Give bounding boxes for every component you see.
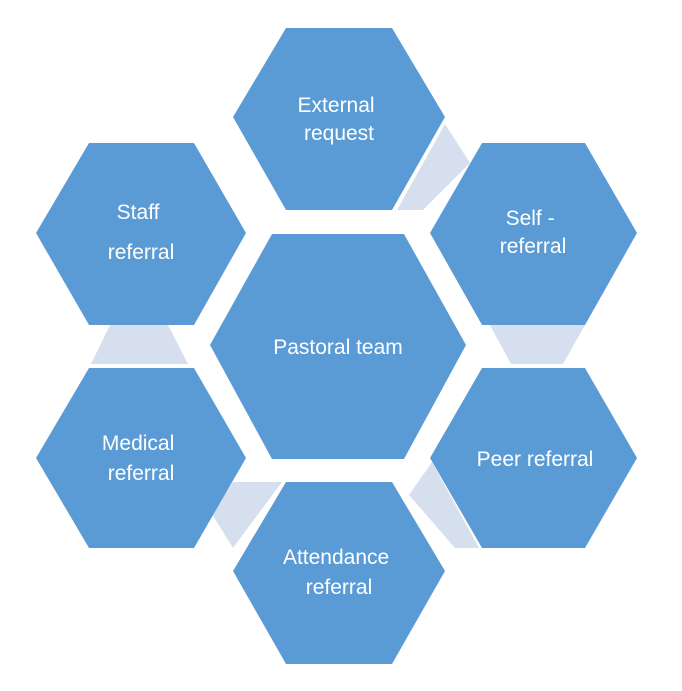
label-staff-referral: Staff referral (108, 201, 175, 264)
label-medical-referral-line-1: Medical (102, 432, 174, 455)
label-external-request: External request (298, 94, 381, 145)
hexagon-peer-referral (430, 368, 637, 548)
label-self-referral-line-2: referral (500, 235, 567, 258)
connector-medical-staff (91, 325, 188, 364)
label-external-request-line-2: request (304, 122, 374, 145)
connector-peer-attendance (409, 462, 479, 548)
label-staff-referral-line-2: referral (108, 241, 175, 264)
hexagon-self-referral (430, 143, 637, 325)
connector-self-peer (490, 325, 585, 364)
hexagon-medical-referral (36, 368, 246, 548)
connector-external-self (397, 124, 470, 210)
hexagon-attendance-referral (233, 482, 445, 664)
label-staff-referral-line-1: Staff (117, 201, 160, 224)
label-medical-referral: Medical referral (102, 432, 180, 485)
label-self-referral-line-1: Self - (506, 207, 555, 230)
label-peer-referral: Peer referral (477, 448, 594, 471)
label-self-referral: Self - referral (500, 207, 567, 258)
hexagon-pastoral-team (210, 234, 466, 459)
hexagon-staff-referral (36, 143, 246, 325)
label-attendance-referral-line-1: Attendance (283, 546, 389, 569)
label-attendance-referral: Attendance referral (283, 546, 395, 599)
connector-attendance-medical (212, 482, 282, 548)
label-attendance-referral-line-2: referral (306, 576, 373, 599)
label-medical-referral-line-2: referral (108, 462, 175, 485)
label-pastoral-team: Pastoral team (273, 336, 403, 359)
label-external-request-line-1: External (298, 94, 375, 117)
hexagon-external-request (233, 28, 445, 210)
label-peer-referral-line-1: Peer referral (477, 448, 594, 471)
